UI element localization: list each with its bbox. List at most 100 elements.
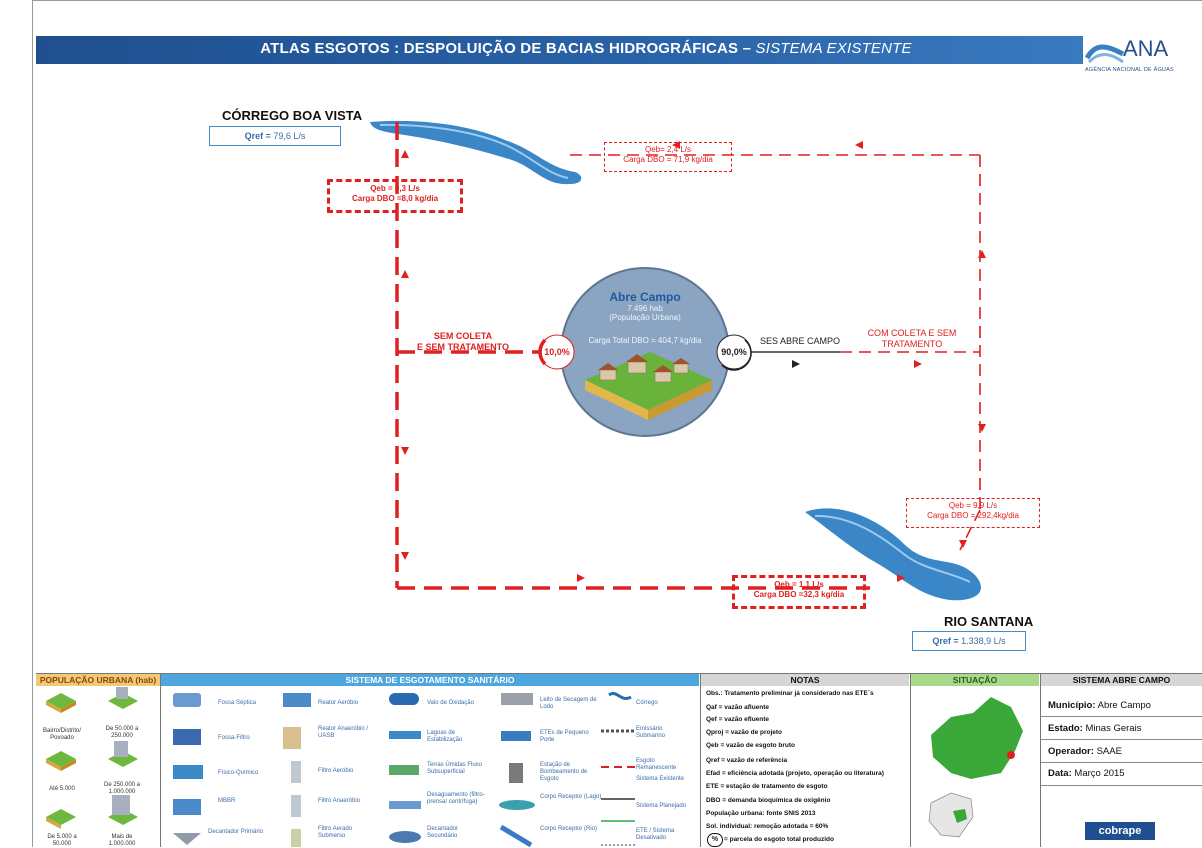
flow-lower-center-qeb: Qeb = 1,1 L/s: [774, 580, 824, 589]
sem-coleta-line1: SEM COLETA: [433, 331, 493, 341]
pop-icons: [46, 687, 138, 829]
sys-item-23: Decantador Secundário: [427, 826, 459, 839]
field-data-label: Data:: [1048, 768, 1072, 779]
flow-lower-right-qeb: Qeb = 9,9 L/s: [948, 501, 998, 510]
pop-item-2: De 50.000 a 250.000: [105, 726, 139, 739]
flow-lower-center-carga: Carga DBO =32,3 kg/dia: [753, 590, 845, 599]
sys-item-6: Fossa-Filtro: [218, 735, 250, 741]
pct-symbol: %: [707, 833, 723, 847]
note-2: Qaf = vazão afluente: [706, 704, 770, 711]
rio-qref-value: 1.338,9 L/s: [961, 636, 1006, 646]
situacao-header: SITUAÇÃO: [911, 674, 1039, 686]
note-12: = parcela do esgoto total produzido: [724, 836, 834, 843]
logo-subtitle: AGÊNCIA NACIONAL DE ÁGUAS: [1085, 67, 1174, 73]
note-8: ETE = estação de tratamento de esgoto: [706, 783, 828, 790]
pct-left-label: 10,0%: [544, 347, 570, 357]
pop-item-1: Bairro/Distrito/ Povoado: [42, 728, 81, 741]
municipio-population-block: 7.496 hab (População Urbana): [590, 304, 700, 322]
sys-item-4: Leito de Secagem de Lodo: [540, 697, 597, 710]
flow-upper-left-box: Qeb = 0,3 L/s Carga DBO =8,0 kg/dia: [327, 179, 463, 213]
sys-item-1: Fossa Séptica: [218, 700, 257, 706]
sem-coleta-line2: E SEM TRATAMENTO: [417, 342, 509, 352]
ses-label: SES ABRE CAMPO: [760, 336, 841, 346]
sys-item-9: ETEs de Pequeno Porte: [540, 730, 589, 743]
com-coleta-path: [570, 154, 981, 551]
municipio-carga: Carga Total DBO = 404,7 kg/dia: [588, 336, 702, 345]
sys-item-18: Desaguamento (filtro-prensa/ centrífuga): [427, 792, 485, 805]
flow-upper-right-box: Qeb= 2,4 L/s Carga DBO = 71,9 kg/dia: [604, 142, 732, 172]
municipio-population: 7.496 hab: [627, 304, 663, 313]
sys-item-11: Físico-Químico: [218, 770, 259, 776]
title-sub: SISTEMA EXISTENTE: [755, 40, 912, 57]
field-operador-value: SAAE: [1096, 746, 1122, 757]
legend-sep-4: [1040, 673, 1041, 847]
note-4: Qproj = vazão de projeto: [706, 729, 783, 736]
field-divider-1: [1041, 716, 1202, 717]
situacao-map: [928, 697, 1023, 838]
sys-item-13: Terras Úmidas Fluxo Subsuperficial: [427, 762, 483, 775]
sem-coleta-path: [395, 122, 870, 590]
sys-item-26: ETE / Sistema Desativado: [636, 828, 675, 841]
field-divider-3: [1041, 762, 1202, 763]
field-municipio: Município: Abre Campo: [1048, 700, 1151, 711]
sys-header: SISTEMA DE ESGOTAMENTO SANITÁRIO: [161, 674, 699, 686]
field-municipio-label: Município:: [1048, 700, 1096, 711]
field-operador-label: Operador:: [1048, 746, 1094, 757]
corrego-qref-label: Qref =: [244, 131, 271, 141]
notes-header: NOTAS: [701, 674, 909, 686]
ana-logo: ANA AGÊNCIA NACIONAL DE ÁGUAS: [1083, 32, 1193, 76]
brazil-map-shape: [928, 792, 974, 838]
system-header: SISTEMA ABRE CAMPO: [1041, 674, 1202, 686]
flow-lower-right-box: Qeb = 9,9 L/s Carga DBO = 292,4kg/dia: [906, 498, 1040, 528]
pop-item-4: De 250.000 a 1.000.000: [103, 782, 141, 795]
rio-river-shape: [805, 508, 981, 601]
sys-item-17: Filtro Anaeróbio: [318, 798, 361, 804]
sys-item-12: Filtro Aeróbio: [318, 768, 354, 774]
sys-item-25: Sistema Planejado: [636, 803, 687, 809]
corrego-qref-value: 79,6 L/s: [273, 131, 306, 141]
logo-text: ANA: [1123, 36, 1169, 61]
note-6: Qref = vazão de referência: [706, 757, 788, 764]
rio-qref-label: Qref =: [932, 636, 959, 646]
sys-item-7: Reator Anaeróbio / UASB: [318, 726, 369, 739]
municipio-population-note: (População Urbana): [609, 313, 681, 322]
field-estado-label: Estado:: [1048, 723, 1083, 734]
rio-name: RIO SANTANA: [944, 614, 1034, 629]
corrego-qref: Qref = 79,6 L/s: [209, 126, 341, 146]
title-main: ATLAS ESGOTOS : DESPOLUIÇÃO DE BACIAS HI…: [260, 40, 752, 57]
note-10: População urbana: fonte SNIS 2013: [706, 810, 816, 817]
sys-item-8: Lagoas de Estabilização: [427, 730, 463, 743]
flow-arrows: [401, 141, 986, 582]
page-title: ATLAS ESGOTOS : DESPOLUIÇÃO DE BACIAS HI…: [36, 40, 1136, 57]
ana-wave-icon: [1085, 44, 1125, 64]
pop-item-5: De 5.000 a 50.000: [47, 834, 77, 847]
cobrape-logo: cobrape: [1085, 822, 1155, 840]
sys-item-16: MBBR: [218, 798, 236, 804]
sys-item-19: Corpo Receptor (Lago): [540, 794, 602, 800]
sys-item-10: Emissário Submarino: [636, 726, 666, 739]
sys-item-22: Filtro Aerado Submerso: [318, 826, 353, 839]
field-data-value: Março 2015: [1074, 768, 1125, 779]
sys-item-5: Córrego: [636, 700, 658, 706]
field-divider-2: [1041, 739, 1202, 740]
header-bar: ATLAS ESGOTOS : DESPOLUIÇÃO DE BACIAS HI…: [36, 36, 1176, 64]
flow-upper-right-qeb: Qeb= 2,4 L/s: [644, 145, 692, 154]
corrego-name: CÓRREGO BOA VISTA: [222, 108, 363, 123]
page-frame-left: [32, 0, 33, 847]
page-frame-top: [32, 0, 1202, 1]
flow-upper-left-qeb: Qeb = 0,3 L/s: [370, 184, 420, 193]
note-11: Sol. individual: remoção adotada = 60%: [706, 823, 829, 830]
sys-icons: [173, 692, 635, 847]
field-data: Data: Março 2015: [1048, 768, 1125, 779]
flow-lower-center-box: Qeb = 1,1 L/s Carga DBO =32,3 kg/dia: [732, 575, 866, 609]
field-operador: Operador: SAAE: [1048, 746, 1122, 757]
com-coleta-line1: COM COLETA E SEM: [867, 328, 957, 338]
com-coleta-line2: TRATAMENTO: [881, 339, 943, 349]
sys-item-24: Corpo Receptor (Rio): [540, 826, 598, 832]
field-estado-value: Minas Gerais: [1085, 723, 1142, 734]
pop-item-3: Até 5.000: [49, 786, 75, 792]
rio-qref: Qref = 1.338,9 L/s: [912, 631, 1026, 651]
pct-right-label: 90,0%: [721, 347, 747, 357]
com-coleta-label: COM COLETA E SEM TRATAMENTO: [858, 328, 966, 350]
pop-item-6: Mais de 1.000.000: [108, 834, 136, 847]
